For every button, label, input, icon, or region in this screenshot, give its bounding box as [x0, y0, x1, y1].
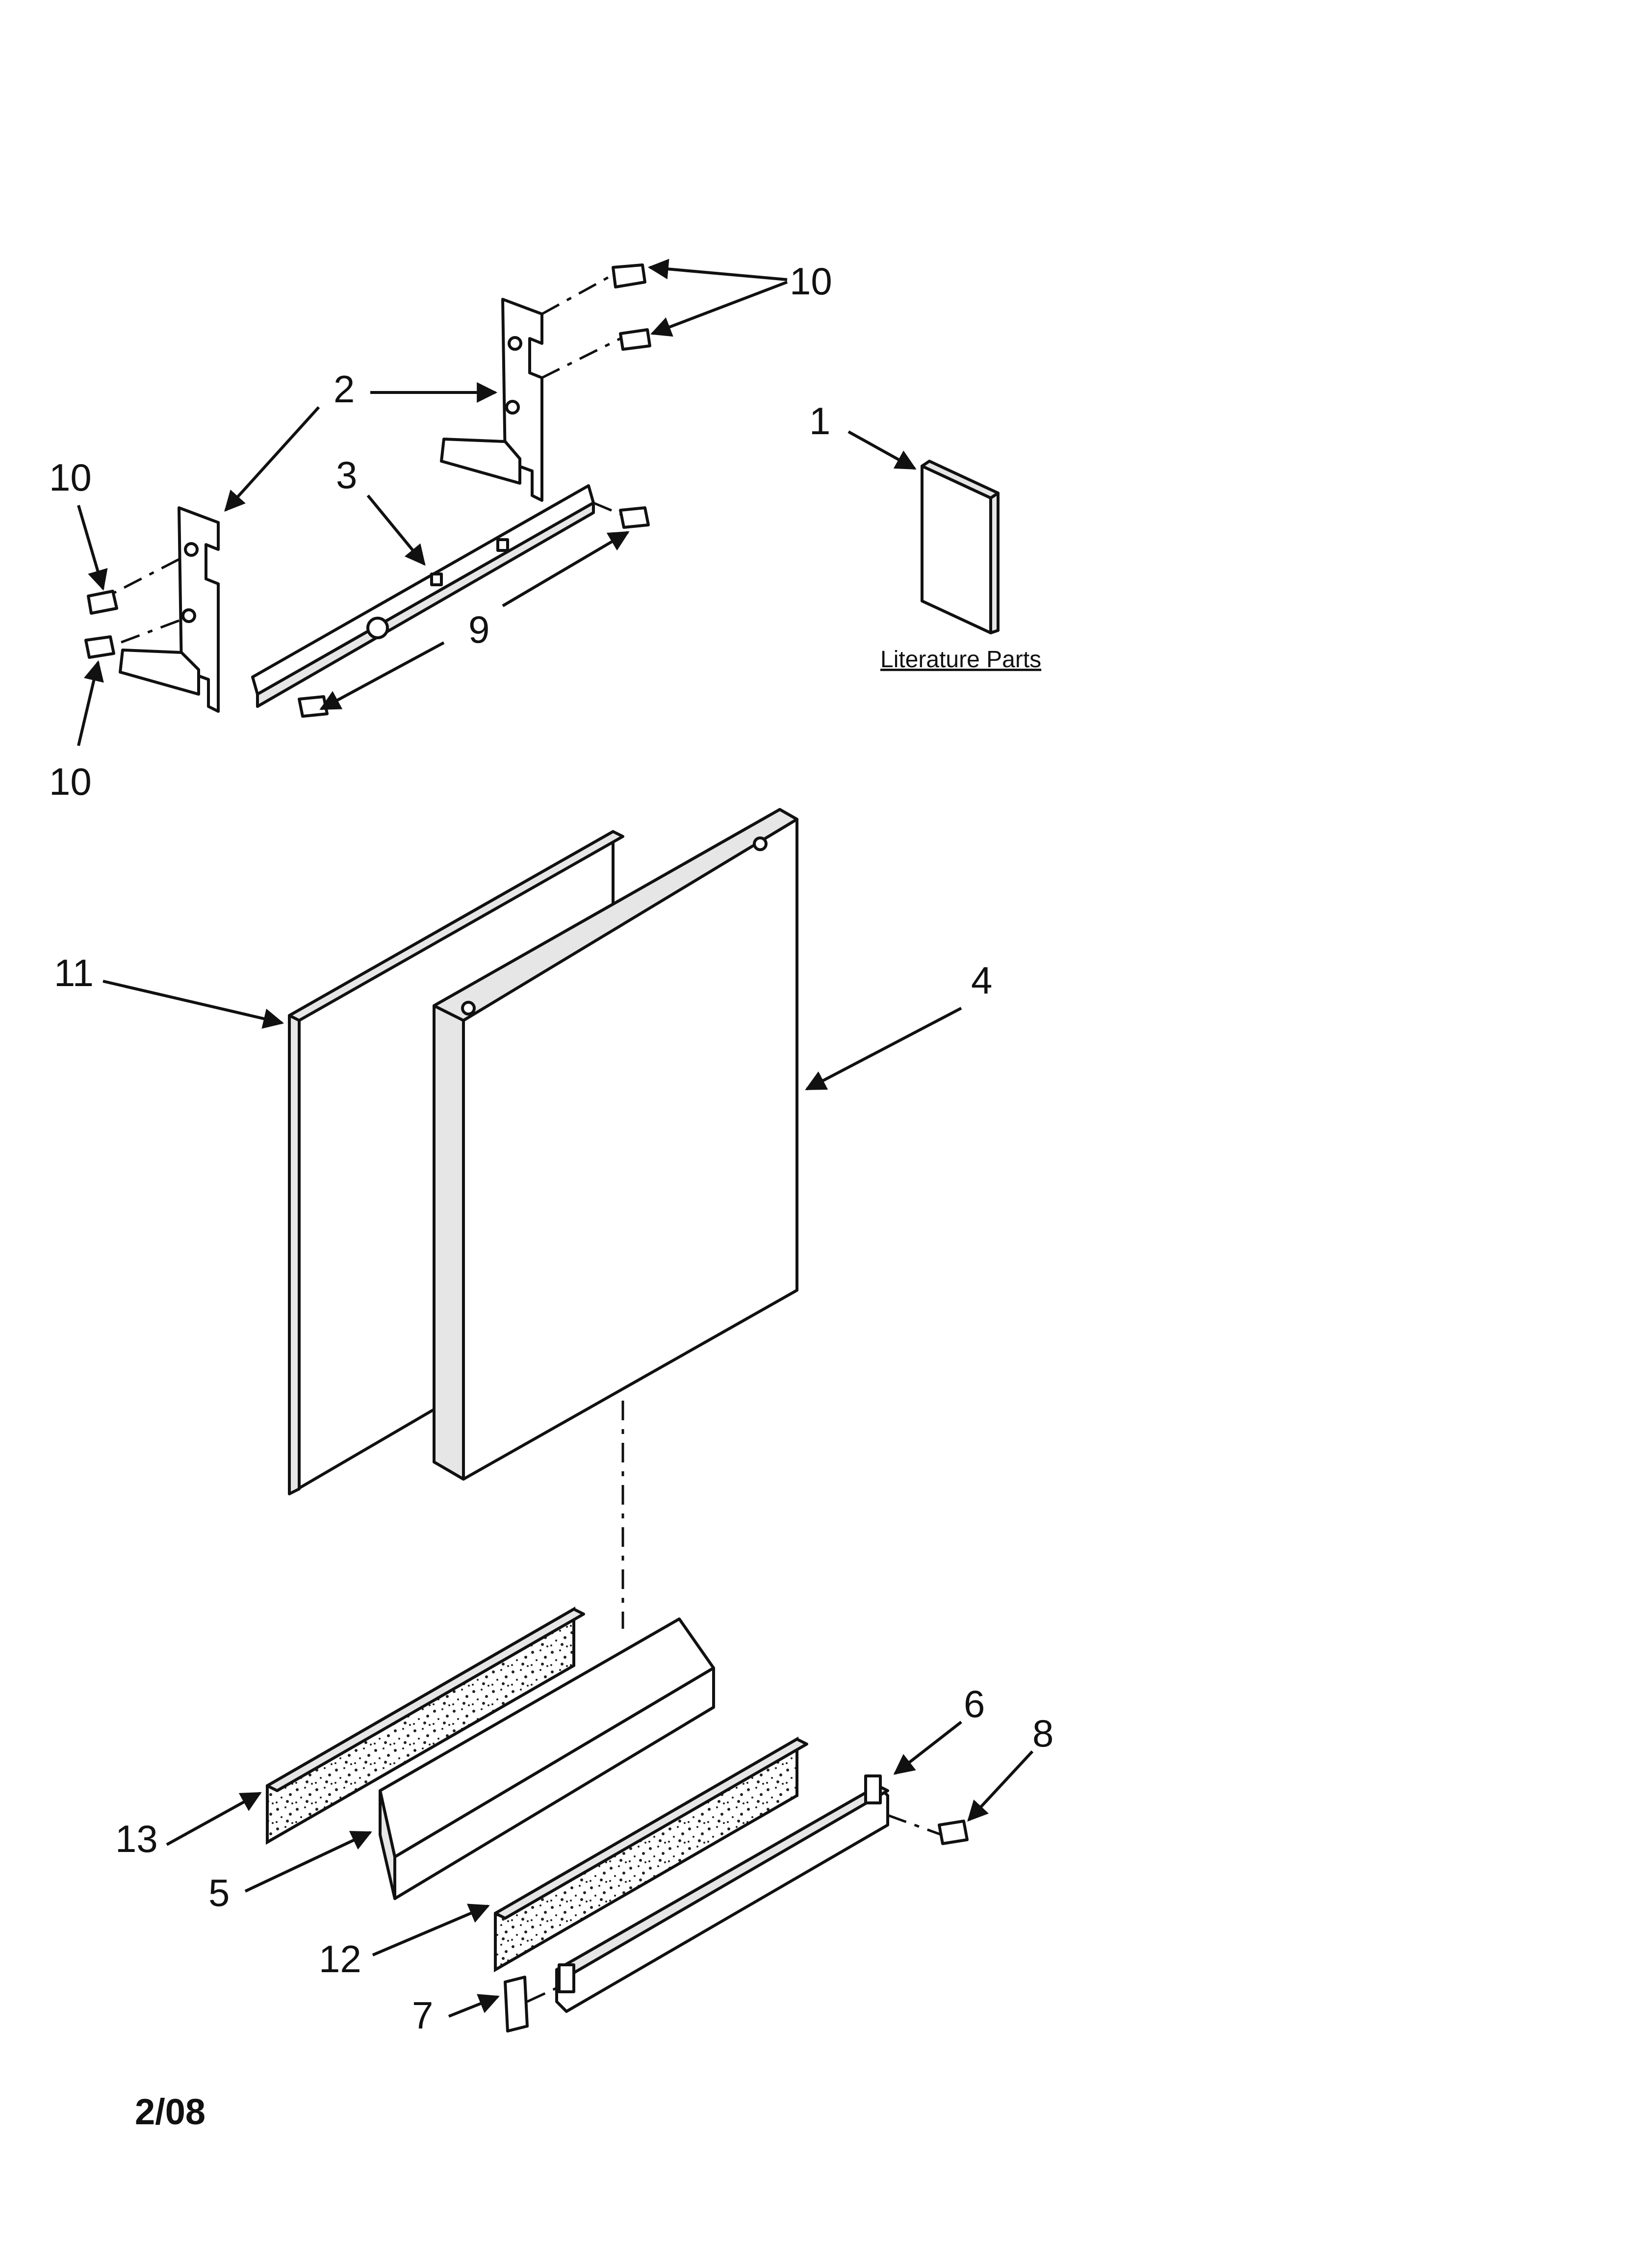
- literature-label: Literature Parts: [880, 647, 1041, 673]
- callout-2: 2: [334, 367, 355, 411]
- callout-4: 4: [971, 959, 992, 1002]
- callout-11: 11: [54, 951, 94, 994]
- screw-left-1: [87, 558, 180, 615]
- callout-9: 9: [468, 608, 489, 651]
- literature-booklet: [921, 460, 1000, 634]
- door: [433, 808, 798, 1481]
- callout-3: 3: [336, 453, 357, 496]
- screw-panel-right: [593, 501, 650, 529]
- screw-top-1: [541, 263, 646, 315]
- callout-6: 6: [964, 1682, 985, 1725]
- callout-10-left-bottom: 10: [49, 760, 92, 803]
- callout-1: 1: [809, 399, 830, 443]
- hinge-bracket-right: [440, 298, 543, 502]
- callout-10-left-top: 10: [49, 456, 92, 499]
- toe-bracket: [379, 1617, 715, 1900]
- callout-5: 5: [208, 1871, 230, 1914]
- foam-strip-12: [494, 1736, 808, 1973]
- callout-13: 13: [115, 1817, 158, 1860]
- screw-top-2: [541, 328, 651, 379]
- callout-10-top: 10: [790, 260, 832, 303]
- toe-panel: [555, 1774, 942, 2013]
- clip: [504, 1976, 560, 2033]
- screw-toe: [938, 1820, 969, 1845]
- hinge-bracket-left: [119, 506, 220, 713]
- callout-8: 8: [1032, 1712, 1053, 1755]
- callout-12: 12: [319, 1937, 361, 1981]
- leader-lines: [77, 259, 1034, 2018]
- bracket-panel: [251, 484, 595, 708]
- screw-left-2: [84, 619, 180, 659]
- callout-7: 7: [412, 1994, 433, 2037]
- foam-strip-13: [266, 1606, 585, 1845]
- revision-date: 2/08: [135, 2091, 205, 2132]
